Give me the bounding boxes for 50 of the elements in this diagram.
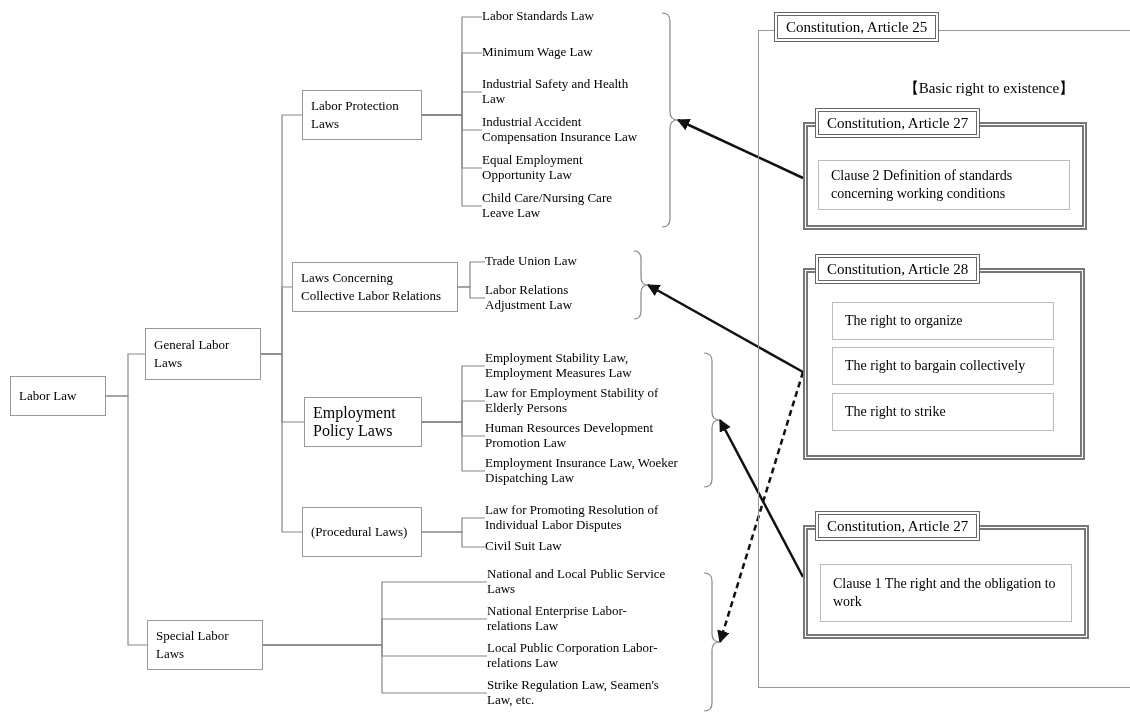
law-name: Industrial Accident Compensation Insurance Law [482, 114, 642, 146]
subtitle-text: 【Basic right to existence】 [902, 79, 1076, 98]
curly-brace [634, 250, 648, 320]
tree-connector [457, 286, 486, 299]
tree-connector [260, 353, 303, 533]
clause-box: The right to bargain collectively [832, 347, 1054, 385]
category-box: Employment Policy Laws [304, 397, 422, 447]
clause-box: The right to strike [832, 393, 1054, 431]
law-name: Child Care/Nursing Care Leave Law [482, 190, 642, 222]
law-name: Industrial Safety and Health Law [482, 76, 642, 108]
curly-brace [662, 12, 678, 228]
law-name: National Enterprise Labor-relations Law [487, 603, 667, 635]
category-box: (Procedural Laws) [302, 507, 422, 557]
law-name: Strike Regulation Law, Seamen's Law, etc. [487, 677, 667, 709]
curly-brace [704, 572, 720, 712]
law-name: Human Resources Development Promotion Law [485, 420, 681, 452]
law-name: Law for Employment Stability of Elderly Persons [485, 385, 681, 417]
clause-box: Clause 2 Definition of standards concerning working conditions [818, 160, 1070, 210]
law-name: Employment Stability Law, Employment Measures Law [485, 350, 681, 382]
article-heading: Constitution, Article 28 [815, 254, 981, 284]
curly-brace [704, 352, 720, 488]
category-box: Special Labor Laws [147, 620, 263, 670]
law-name: Employment Insurance Law, Woeker Dispatching Law [485, 455, 681, 487]
law-name: Labor Relations Adjustment Law [485, 282, 625, 314]
article-heading: Constitution, Article 27 [815, 108, 981, 138]
tree-connector [421, 531, 486, 548]
law-name: Equal Employment Opportunity Law [482, 152, 642, 184]
clause-box: The right to organize [832, 302, 1054, 340]
tree-connector [421, 114, 483, 207]
tree-connector [262, 644, 488, 694]
category-box: Labor Law [10, 376, 106, 416]
clause-box: Clause 1 The right and the obligation to work [820, 564, 1072, 622]
article-heading: Constitution, Article 27 [815, 511, 981, 541]
arrow [646, 283, 804, 374]
arrow [676, 118, 804, 180]
law-name: Minimum Wage Law [482, 44, 642, 62]
category-box: Labor Protection Laws [302, 90, 422, 140]
law-name: National and Local Public Service Laws [487, 566, 667, 598]
arrow [718, 418, 805, 578]
law-name: Local Public Corporation Labor-relations Law [487, 640, 667, 672]
tree-connector [421, 421, 486, 472]
law-name: Civil Suit Law [485, 538, 685, 556]
article-heading: Constitution, Article 25 [774, 12, 940, 42]
category-box: Laws Concerning Collective Labor Relations [292, 262, 458, 312]
arrow [717, 371, 805, 644]
category-box: General Labor Laws [145, 328, 261, 380]
law-name: Law for Promoting Resolution of Individual Labor Disputes [485, 502, 685, 534]
law-name: Trade Union Law [485, 253, 625, 271]
law-name: Labor Standards Law [482, 8, 642, 26]
tree-connector [105, 395, 148, 646]
